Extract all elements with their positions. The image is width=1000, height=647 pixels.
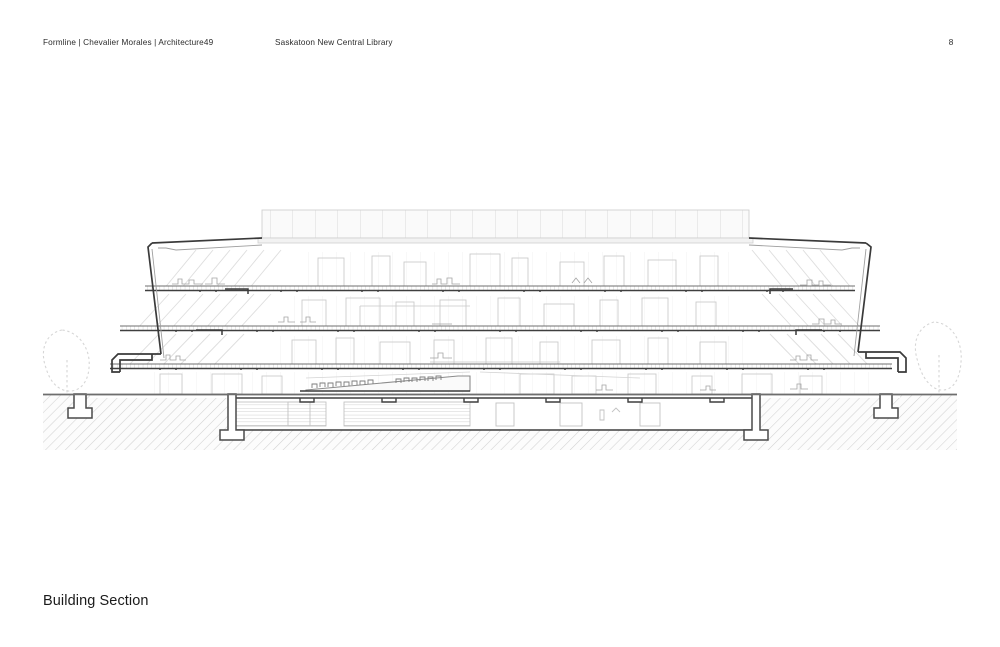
level-2 — [110, 332, 892, 374]
level-1 — [90, 370, 900, 398]
page-header: Formline | Chevalier Morales | Architect… — [0, 37, 1000, 51]
tree-left — [42, 329, 90, 394]
page-number: 8 — [948, 38, 954, 47]
level-3 — [120, 292, 880, 336]
header-credits: Formline | Chevalier Morales | Architect… — [43, 38, 214, 47]
basement-level — [231, 397, 758, 431]
figure-caption: Building Section — [43, 593, 149, 609]
roof-terrace-steps-right — [769, 288, 822, 335]
building-envelope — [111, 237, 907, 373]
roof-penthouse — [257, 209, 754, 244]
foundation-footings — [67, 393, 899, 441]
header-project-title: Saskatoon New Central Library — [275, 38, 393, 47]
level-4 — [145, 248, 855, 296]
roof-terrace-steps-left — [196, 288, 249, 335]
roof-fascia-lines — [151, 244, 867, 359]
tree-right — [914, 321, 962, 394]
